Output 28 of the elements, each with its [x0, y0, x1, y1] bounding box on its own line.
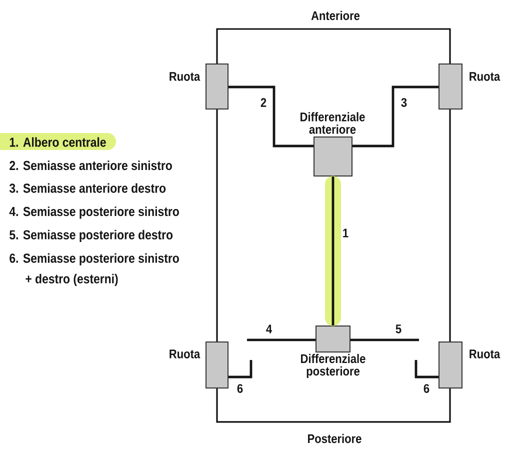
callout-number: 3 — [400, 97, 408, 108]
shaft-line — [352, 86, 438, 148]
callout-number: 2 — [260, 98, 268, 108]
list-item: 6. Semiasse posteriore sinistro + destro (esterni) — [10, 253, 179, 286]
list-item: 5. Semiasse posteriore destro — [10, 230, 173, 242]
callout-number: 5 — [394, 324, 402, 334]
differential-label: Differenziale anteriore — [300, 112, 365, 134]
shaft-line — [247, 338, 316, 342]
list-item: 4. Semiasse posteriore sinistro — [9, 206, 179, 219]
callout-number: 6 — [236, 383, 244, 394]
wheel-label: Ruota — [470, 72, 500, 81]
callout-number: 1 — [342, 228, 350, 238]
shaft-line — [350, 338, 419, 342]
callout-number: 6 — [422, 383, 430, 394]
list-item: 3. Semiasse anteriore destro — [9, 183, 166, 193]
frame-label: Anteriore — [311, 10, 360, 20]
shaft-line — [332, 176, 334, 326]
shaft-line — [228, 360, 252, 378]
frame-label: Posteriore — [308, 434, 362, 444]
callout-number: 4 — [265, 324, 273, 334]
wheel-label: Ruota — [470, 350, 500, 358]
shaft-line — [414, 360, 438, 378]
list-item: 2. Semiasse anteriore sinistro — [10, 160, 172, 170]
wheel-label: Ruota — [170, 350, 200, 358]
wheel-label: Ruota — [170, 72, 200, 81]
differential-label: Differenziale posteriore — [301, 354, 366, 378]
highlighted-list-item: 1. Albero centrale — [0, 133, 116, 150]
shaft-line — [228, 86, 314, 148]
